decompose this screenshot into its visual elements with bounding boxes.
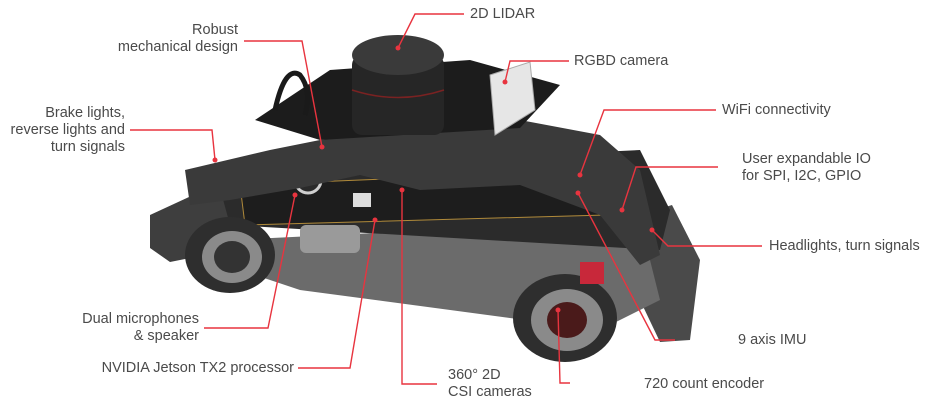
motor [300, 225, 360, 253]
callout-lidar: 2D LIDAR [470, 6, 536, 22]
callout-robust-design: Robust mechanical design [117, 22, 238, 55]
red-spring [580, 262, 604, 284]
rgbd-camera [489, 61, 536, 136]
callout-wifi: WiFi connectivity [722, 102, 831, 118]
callout-dots [212, 45, 655, 313]
side-arch-frame [185, 120, 660, 265]
callout-csi-cameras: 360° 2D CSI cameras [448, 367, 532, 400]
rear-wheel [185, 217, 275, 293]
callout-brake-lights: Brake lights, reverse lights and turn si… [10, 105, 125, 155]
callout-headlights: Headlights, turn signals [769, 238, 920, 254]
ethernet-port [353, 193, 371, 207]
callout-rgbd-camera: RGBD camera [574, 53, 669, 69]
cable [272, 70, 311, 116]
callout-encoder: 720 count encoder [644, 376, 765, 392]
callout-lines [130, 13, 762, 385]
callout-expandable-io: User expandable IO for SPI, I2C, GPIO [742, 151, 871, 184]
lidar-top [352, 35, 444, 75]
lidar-body [352, 55, 444, 135]
callout-microphones: Dual microphones & speaker [82, 311, 199, 344]
front-wheel [513, 274, 617, 362]
callout-jetson-tx2: NVIDIA Jetson TX2 processor [101, 360, 294, 376]
callout-imu: 9 axis IMU [738, 332, 807, 348]
